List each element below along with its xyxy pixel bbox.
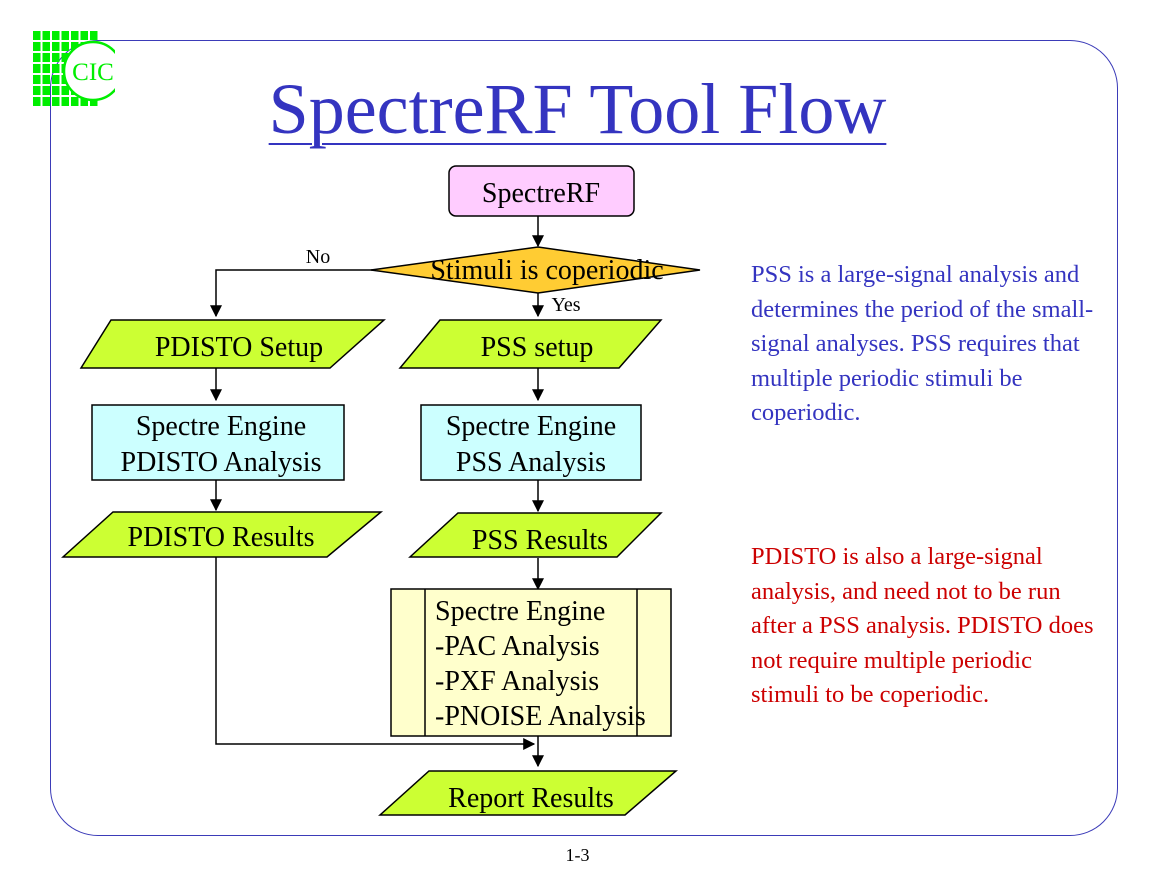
logo-square xyxy=(42,53,50,62)
pdisto-engine-line-2: PDISTO Analysis xyxy=(121,447,322,478)
pdisto-note: PDISTO is also a large-signal analysis, … xyxy=(751,543,1094,708)
pss-note: PSS is a large-signal analysis and deter… xyxy=(751,261,1094,426)
pss-results-label: PSS Results xyxy=(472,525,608,556)
logo-square xyxy=(61,42,69,51)
pss-setup-node xyxy=(398,319,663,369)
logo-square xyxy=(71,31,79,40)
flow-connectors xyxy=(210,215,544,768)
logo-square xyxy=(52,31,60,40)
logo-square xyxy=(33,42,41,51)
logo-square xyxy=(71,97,79,106)
logo-square xyxy=(71,42,79,51)
logo-square xyxy=(61,31,69,40)
page-title: SpectreRF Tool Flow xyxy=(268,69,887,149)
logo-square xyxy=(52,75,60,84)
logo-square xyxy=(52,86,60,95)
logo-square xyxy=(33,31,41,40)
logo-square xyxy=(80,31,88,40)
small-signal-engine-line-2: -PAC Analysis xyxy=(435,631,600,662)
small-signal-engine-line-4: -PNOISE Analysis xyxy=(435,701,646,732)
logo-square xyxy=(52,97,60,106)
cic-logo: CIC xyxy=(33,31,124,113)
logo-square xyxy=(42,75,50,84)
pdisto-results-node xyxy=(61,511,384,558)
logo-square xyxy=(61,97,69,106)
logo-square xyxy=(33,97,41,106)
pdisto-setup-node xyxy=(79,319,386,369)
logo-square xyxy=(61,86,69,95)
logo-square xyxy=(33,64,41,73)
report-results-label: Report Results xyxy=(448,783,614,814)
page-number: 1-3 xyxy=(565,845,590,865)
no-label: No xyxy=(306,246,330,268)
start-node xyxy=(448,165,635,217)
pdisto-results-label: PDISTO Results xyxy=(128,522,315,553)
pdisto-engine-node xyxy=(91,404,345,481)
small-signal-engine-line-3: -PXF Analysis xyxy=(435,666,599,697)
yes-label: Yes xyxy=(551,294,580,316)
logo-square xyxy=(42,64,50,73)
logo-square xyxy=(52,42,60,51)
report-results-node xyxy=(378,770,679,816)
logo-square xyxy=(52,53,60,62)
arrow-decision-no xyxy=(210,269,385,318)
pss-engine-line-1: Spectre Engine xyxy=(446,411,616,442)
pdisto-engine-line-1: Spectre Engine xyxy=(136,411,306,442)
pss-engine-node xyxy=(420,404,642,481)
logo-square xyxy=(33,86,41,95)
logo-square xyxy=(90,97,98,106)
pss-engine-line-2: PSS Analysis xyxy=(456,447,606,478)
logo-square xyxy=(52,64,60,73)
pss-results-node xyxy=(408,512,663,558)
logo-square xyxy=(42,42,50,51)
arrow-pdisto-results-to-report xyxy=(215,556,536,750)
logo-square xyxy=(42,86,50,95)
start-label: SpectreRF xyxy=(482,178,600,209)
logo-text: CIC xyxy=(72,59,114,86)
logo-square xyxy=(42,97,50,106)
logo-square xyxy=(42,31,50,40)
logo-square xyxy=(33,75,41,84)
decision-node xyxy=(370,246,701,294)
slide-frame xyxy=(50,40,1118,836)
logo-square xyxy=(90,31,98,40)
decision-label: Stimuli is coperiodic xyxy=(430,255,663,286)
logo-square xyxy=(80,97,88,106)
small-signal-engine-line-1: Spectre Engine xyxy=(435,596,605,627)
pss-setup-label: PSS setup xyxy=(481,332,594,363)
pdisto-setup-label: PDISTO Setup xyxy=(155,332,323,363)
small-signal-engine-node xyxy=(390,588,672,737)
logo-square xyxy=(33,53,41,62)
logo-square xyxy=(61,53,69,62)
